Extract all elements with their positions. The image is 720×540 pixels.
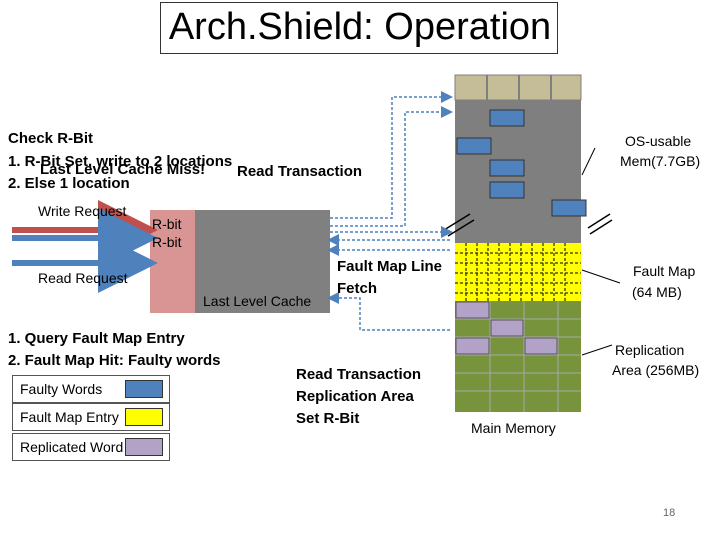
title-frame xyxy=(160,2,558,54)
read-transaction-text: Read Transaction xyxy=(237,163,363,180)
check-rbit-label: Check R-Bit xyxy=(8,130,94,147)
faulty-word xyxy=(489,159,525,177)
os-usable-label-1: OS-usable xyxy=(625,133,692,149)
rbit-label-1: R-bit xyxy=(152,216,182,232)
replicated-word xyxy=(524,337,558,355)
page-number: 18 xyxy=(663,507,676,519)
faulty-word xyxy=(456,137,492,155)
rbit-label-2: R-bit xyxy=(152,234,182,250)
replicated-word xyxy=(455,301,490,319)
step-1-text: 1. R-Bit Set, write to 2 locations xyxy=(8,153,233,170)
legend-fault-map-entry: Fault Map Entry xyxy=(12,403,170,431)
write-request-label: Write Request xyxy=(38,203,127,219)
step-2-text: 2. Else 1 location xyxy=(8,175,130,192)
replicated-word xyxy=(455,337,490,355)
os-usable-label-2: Mem(7.7GB) xyxy=(620,153,701,169)
main-memory-label: Main Memory xyxy=(471,420,556,436)
memory-top-grid xyxy=(486,75,552,100)
replication-tx-line3: Set R-Bit xyxy=(296,410,360,427)
fault-map-fetch-line1: Fault Map Line xyxy=(337,258,442,275)
query-step-1: 1. Query Fault Map Entry xyxy=(8,330,185,347)
faulty-word xyxy=(551,199,587,217)
fault-map-entry-swatch xyxy=(125,408,163,426)
replication-tx-line2: Replication Area xyxy=(296,388,414,405)
legend-fault-map-entry-label: Fault Map Entry xyxy=(20,409,119,425)
llc-miss-text: Last Level Cache Miss! xyxy=(40,161,206,178)
replication-label-1: Replication xyxy=(615,342,685,358)
replication-label-2: Area (256MB) xyxy=(612,362,700,378)
fault-map-size-label-1: Fault Map xyxy=(633,263,696,279)
memory-fault-map xyxy=(455,243,581,301)
query-step-2: 2. Fault Map Hit: Faulty words xyxy=(8,352,221,369)
read-request-label: Read Request xyxy=(38,270,128,286)
legend-replicated-word: Replicated Word xyxy=(12,433,170,461)
dashed-connections xyxy=(327,91,453,331)
faulty-word xyxy=(489,181,525,199)
slide-title: Arch.Shield: Operation xyxy=(168,6,552,48)
legend-faulty-words: Faulty Words xyxy=(12,375,170,403)
legend-replicated-word-label: Replicated Word xyxy=(20,439,124,455)
callout-lines xyxy=(581,147,621,356)
faulty-word xyxy=(489,109,525,127)
replication-tx-line1: Read Transaction xyxy=(296,366,422,383)
fault-map-grid xyxy=(455,243,581,301)
legend-faulty-words-label: Faulty Words xyxy=(20,381,103,397)
replication-grid xyxy=(455,301,581,412)
fault-map-fetch-line2: Fetch xyxy=(337,280,378,297)
replicated-word xyxy=(490,319,524,337)
cache-label: Last Level Cache xyxy=(203,293,312,309)
faulty-words-swatch xyxy=(125,380,163,398)
fault-map-size-label-2: (64 MB) xyxy=(632,284,682,300)
replicated-word-swatch xyxy=(125,438,163,456)
